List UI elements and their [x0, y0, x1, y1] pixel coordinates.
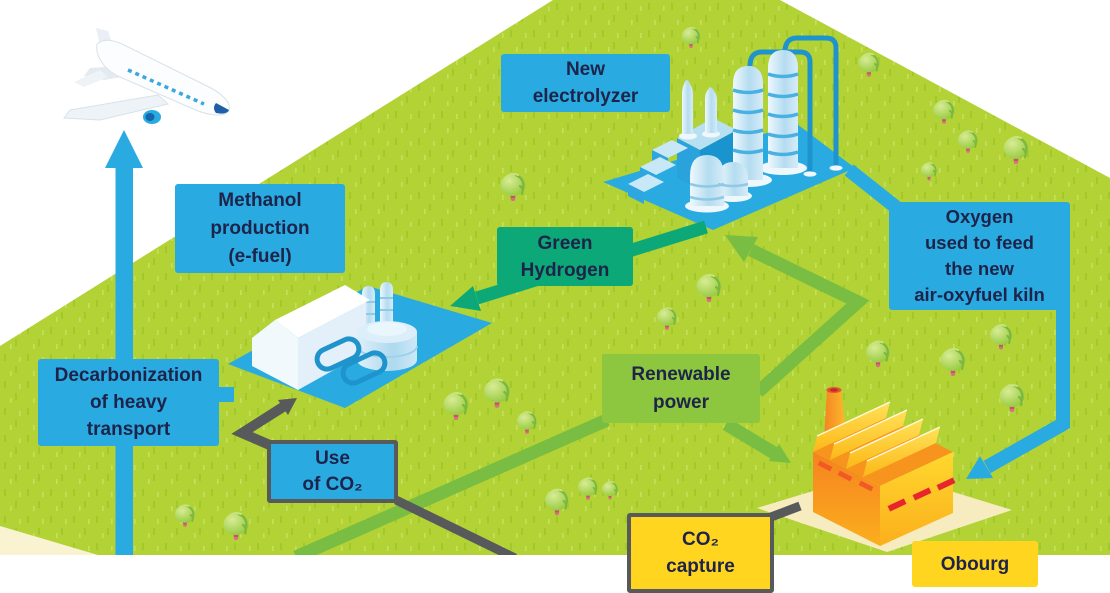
label-new-electrolyzer: New electrolyzer [501, 54, 670, 112]
electrolyzer-vessels [685, 155, 752, 213]
oxygen-to-kiln-flow [844, 164, 1070, 479]
label-use-of-co2: Use of CO₂ [267, 440, 398, 503]
oxygen-arrowhead [966, 456, 993, 479]
cement-plant-left-wall [813, 452, 880, 546]
cement-plant-roof-fins [813, 401, 941, 477]
takeoff-arrow [105, 130, 143, 555]
cement-plant-dashes [817, 460, 956, 512]
label-decarbonization: Decarbonization of heavy transport [38, 359, 219, 446]
airplane-icon [63, 28, 230, 124]
co2-capture-line [769, 501, 802, 522]
renewable-down-arrowhead [769, 444, 791, 463]
label-green-hydrogen: Green Hydrogen [497, 227, 633, 286]
methanol-pipe-coils [314, 336, 388, 386]
renewable-up-arrowhead [725, 235, 758, 262]
co2-use-arrowhead [278, 398, 297, 415]
electrolyzer-pipes [747, 35, 843, 177]
renewable-line [293, 414, 610, 555]
takeoff-arrowhead [105, 130, 143, 168]
renewable-to-cement-plant [722, 418, 791, 463]
ground-cream-wedge [0, 526, 98, 555]
cement-plant-obourg [757, 387, 1012, 552]
green-hydrogen-arrowhead [450, 286, 481, 311]
label-oxygen-kiln: Oxygen used to feed the new air-oxyfuel … [889, 202, 1070, 310]
label-methanol-production: Methanol production (e-fuel) [175, 184, 345, 273]
co2-use-flow [231, 398, 517, 555]
methanol-plant [228, 282, 492, 408]
electrolyzer-plant [603, 35, 855, 230]
label-obourg: Obourg [912, 541, 1038, 587]
methanol-tank [356, 321, 418, 371]
label-co2-capture: CO₂ capture [627, 513, 774, 593]
decarbonization-connector [216, 387, 234, 402]
renewable-to-electrolyzer [725, 235, 870, 397]
label-renewable-power: Renewable power [602, 354, 760, 423]
